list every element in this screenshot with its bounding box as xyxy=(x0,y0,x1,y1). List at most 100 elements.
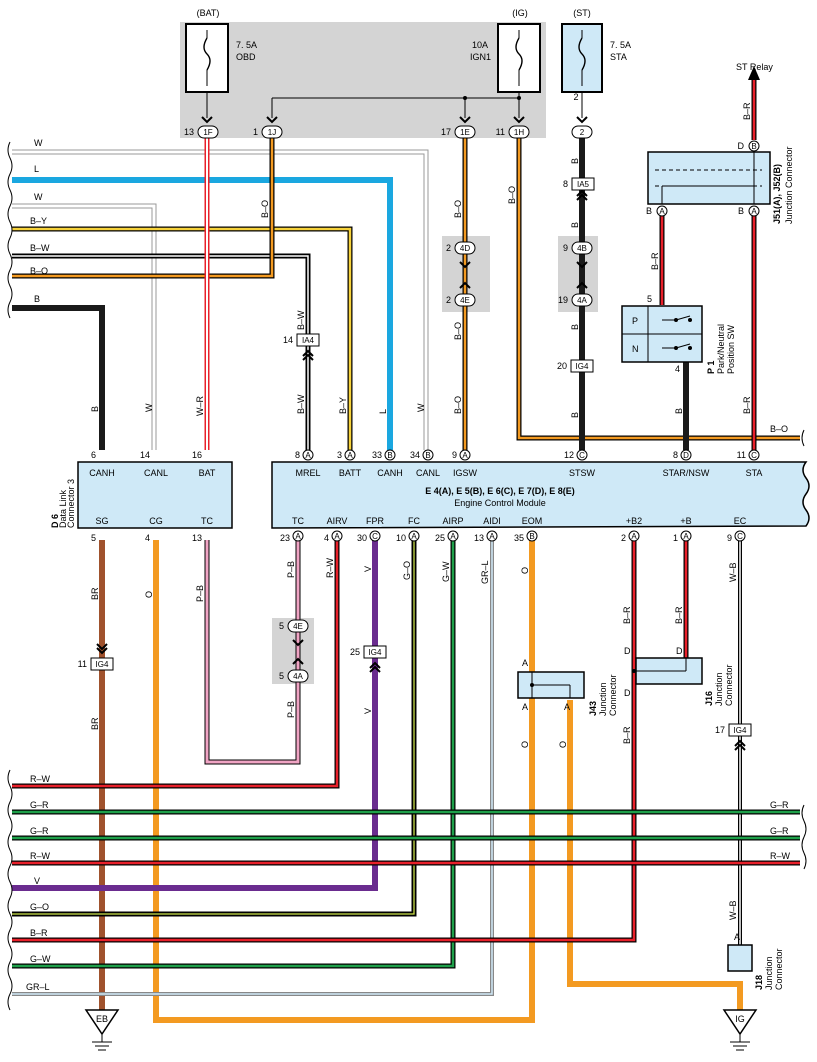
svg-text:14: 14 xyxy=(140,450,150,460)
svg-text:Connector: Connector xyxy=(774,948,784,990)
svg-text:W: W xyxy=(144,403,154,412)
svg-text:W–R: W–R xyxy=(195,396,205,417)
svg-text:A: A xyxy=(522,702,528,712)
svg-text:IG4: IG4 xyxy=(734,726,747,735)
fuse-box-background xyxy=(180,22,546,138)
svg-text:2: 2 xyxy=(573,92,578,102)
svg-text:Junction: Junction xyxy=(764,956,774,990)
svg-text:A: A xyxy=(683,532,689,541)
svg-text:B: B xyxy=(387,451,392,460)
junction-connector-j18: A J18 Junction Connector xyxy=(727,932,784,990)
svg-text:+B2: +B2 xyxy=(626,516,642,526)
svg-text:B: B xyxy=(570,324,580,330)
svg-text:A: A xyxy=(631,532,637,541)
svg-text:C: C xyxy=(751,451,757,460)
svg-text:EOM: EOM xyxy=(522,516,543,526)
svg-text:STA: STA xyxy=(746,468,763,478)
svg-text:N: N xyxy=(632,344,639,354)
svg-text:13: 13 xyxy=(192,533,202,543)
svg-text:B–R: B–R xyxy=(742,396,752,414)
svg-text:B–R: B–R xyxy=(742,102,752,120)
svg-text:4D: 4D xyxy=(460,244,470,253)
svg-text:GR–L: GR–L xyxy=(26,982,50,992)
left-harness-wires xyxy=(12,138,429,450)
svg-text:B: B xyxy=(90,406,100,412)
svg-text:Park/Neutral: Park/Neutral xyxy=(716,324,726,374)
svg-text:R–W: R–W xyxy=(325,557,335,578)
svg-text:A: A xyxy=(659,207,665,216)
svg-text:2: 2 xyxy=(580,128,585,137)
fuse-sta-name: STA xyxy=(610,52,627,62)
svg-text:BR: BR xyxy=(90,717,100,730)
svg-text:TC: TC xyxy=(201,516,213,526)
svg-text:8: 8 xyxy=(295,450,300,460)
svg-text:L: L xyxy=(34,164,39,174)
svg-text:B–O: B–O xyxy=(453,200,463,218)
svg-text:17: 17 xyxy=(715,725,725,735)
svg-text:4: 4 xyxy=(675,364,680,374)
svg-text:1J: 1J xyxy=(268,128,276,137)
engine-control-module: E 4(A), E 5(B), E 6(C), E 7(D), E 8(E) E… xyxy=(271,461,810,529)
svg-text:14: 14 xyxy=(283,335,293,345)
svg-text:P: P xyxy=(632,316,638,326)
svg-text:B–Y: B–Y xyxy=(30,216,47,226)
svg-text:2: 2 xyxy=(621,533,626,543)
svg-text:Junction: Junction xyxy=(714,672,724,706)
junction-connector-j16: D D D J16 Junction Connector xyxy=(624,646,734,706)
svg-text:6: 6 xyxy=(91,450,96,460)
svg-text:B: B xyxy=(529,532,534,541)
svg-text:B: B xyxy=(751,142,756,151)
svg-text:5: 5 xyxy=(91,533,96,543)
svg-text:B–R: B–R xyxy=(650,252,660,270)
fuse-sta: (ST) 7. 5A STA xyxy=(561,8,631,93)
svg-text:IGSW: IGSW xyxy=(453,468,478,478)
svg-text:EB: EB xyxy=(96,1014,108,1024)
svg-text:G–O: G–O xyxy=(402,561,412,580)
svg-text:17: 17 xyxy=(441,127,451,137)
svg-text:B–W: B–W xyxy=(296,394,306,414)
svg-text:4A: 4A xyxy=(577,296,587,305)
svg-text:B–R: B–R xyxy=(622,606,632,624)
park-neutral-position-switch: P N P 1 Park/Neutral Position SW xyxy=(621,305,736,374)
fuse-group-bat: (BAT) xyxy=(197,8,220,18)
connector-pills: 1F 13 1J 1 1E 17 1H 11 2 2 IA5 8 4D 2 4E… xyxy=(78,92,752,737)
svg-text:D: D xyxy=(624,688,631,698)
svg-text:IA5: IA5 xyxy=(577,180,590,189)
svg-text:13: 13 xyxy=(184,127,194,137)
svg-text:AIRV: AIRV xyxy=(327,516,348,526)
svg-text:R–W: R–W xyxy=(770,851,791,861)
svg-text:B–O: B–O xyxy=(30,266,48,276)
svg-text:2: 2 xyxy=(446,295,451,305)
svg-text:D: D xyxy=(683,451,689,460)
svg-text:3: 3 xyxy=(337,450,342,460)
svg-text:5: 5 xyxy=(647,294,652,304)
svg-text:IA4: IA4 xyxy=(302,336,315,345)
svg-text:1F: 1F xyxy=(203,128,212,137)
svg-text:B: B xyxy=(425,451,430,460)
svg-text:B–R: B–R xyxy=(674,606,684,624)
svg-text:G–R: G–R xyxy=(770,800,789,810)
svg-text:IG: IG xyxy=(735,1014,745,1024)
svg-text:TC: TC xyxy=(292,516,304,526)
svg-text:Connector 3: Connector 3 xyxy=(66,479,76,528)
svg-text:BAT: BAT xyxy=(199,468,216,478)
svg-text:9: 9 xyxy=(452,450,457,460)
svg-text:SG: SG xyxy=(95,516,108,526)
svg-text:8: 8 xyxy=(673,450,678,460)
svg-text:IG4: IG4 xyxy=(96,660,109,669)
svg-text:O: O xyxy=(520,741,530,748)
svg-text:Junction: Junction xyxy=(598,682,608,716)
svg-text:V: V xyxy=(34,876,40,886)
svg-text:D: D xyxy=(624,646,631,656)
svg-text:CANH: CANH xyxy=(89,468,115,478)
svg-text:34: 34 xyxy=(410,450,420,460)
junction-pins: B D A B A B 5 4 xyxy=(646,140,760,374)
svg-text:9: 9 xyxy=(563,243,568,253)
svg-text:4A: 4A xyxy=(293,672,303,681)
svg-text:A: A xyxy=(734,932,740,942)
svg-text:A: A xyxy=(305,451,311,460)
svg-text:A: A xyxy=(751,207,757,216)
j51-name: Junction Connector xyxy=(784,146,794,224)
svg-text:A: A xyxy=(347,451,353,460)
svg-text:D: D xyxy=(738,141,745,151)
